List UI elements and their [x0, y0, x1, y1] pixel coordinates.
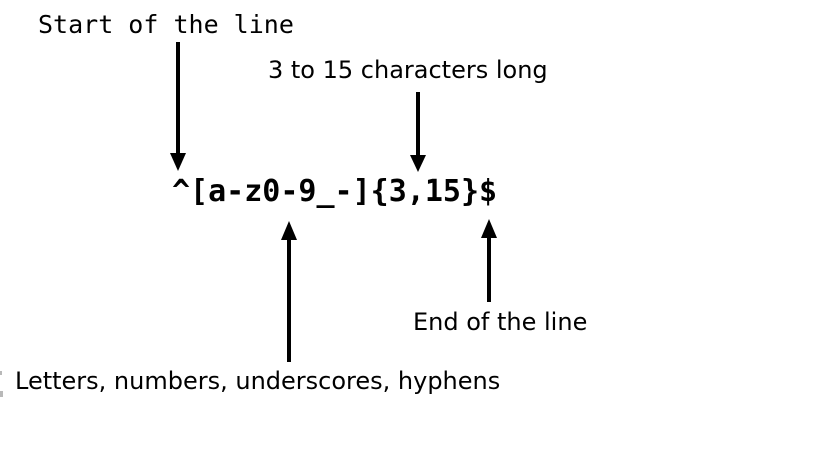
annotation-end-of-line: End of the line [413, 308, 588, 336]
left-edge-artifact [0, 391, 3, 397]
annotation-charset: Letters, numbers, underscores, hyphens [15, 367, 501, 395]
arrow-end-of-line [481, 219, 497, 302]
annotation-length: 3 to 15 characters long [268, 56, 548, 84]
left-edge-artifact [0, 371, 2, 375]
annotation-start-of-line: Start of the line [38, 10, 294, 39]
regex-pattern: ^[a-z0-9_-]{3,15}$ [172, 174, 498, 209]
arrow-start-of-line [170, 42, 186, 171]
arrow-charset [281, 221, 297, 362]
arrow-length [410, 92, 426, 172]
